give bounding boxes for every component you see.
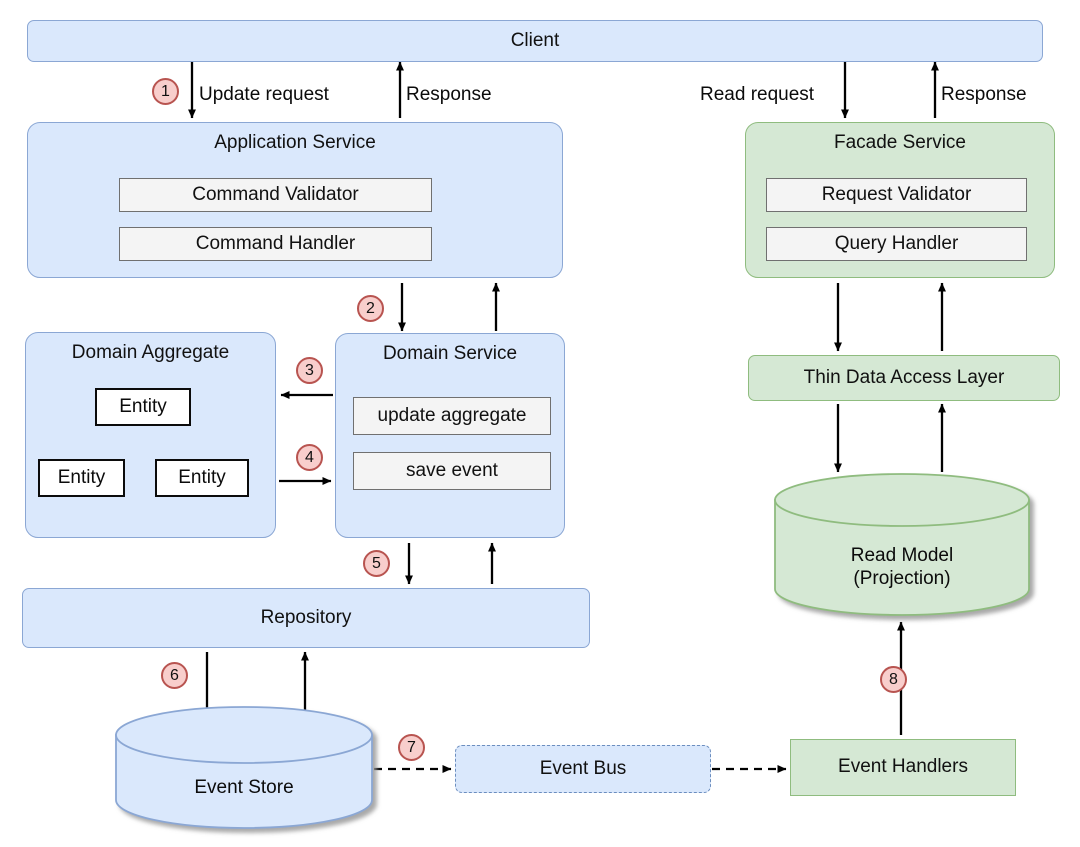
step-badge-2: 2: [357, 295, 384, 322]
step-badge-3-number: 3: [305, 361, 314, 379]
event-handlers-label: Event Handlers: [838, 756, 968, 778]
update-aggregate-box[interactable]: update aggregate: [353, 397, 551, 435]
edge-label-response-right: Response: [941, 84, 1027, 105]
repository-label: Repository: [260, 606, 352, 628]
entity-label: Entity: [119, 396, 167, 417]
update-aggregate-label: update aggregate: [377, 405, 527, 426]
request-validator-label: Request Validator: [821, 184, 972, 205]
domain-aggregate-label: Domain Aggregate: [71, 342, 230, 363]
step-badge-5-number: 5: [372, 554, 381, 572]
step-badge-1-number: 1: [161, 82, 170, 100]
edge-label-update-request: Update request: [199, 84, 329, 105]
step-badge-5: 5: [363, 550, 390, 577]
entity-box-left[interactable]: Entity: [38, 459, 125, 497]
read-model-label-line2: (Projection): [853, 567, 951, 589]
domain-aggregate-node[interactable]: Domain Aggregate: [25, 332, 276, 538]
edge-label-response-left: Response: [406, 84, 492, 105]
query-handler-label: Query Handler: [834, 233, 959, 254]
step-badge-6-number: 6: [170, 666, 179, 684]
read-model-node[interactable]: Read Model (Projection): [775, 470, 1029, 615]
command-handler-box[interactable]: Command Handler: [119, 227, 432, 261]
thin-data-access-layer-label: Thin Data Access Layer: [803, 366, 1005, 388]
step-badge-4: 4: [296, 444, 323, 471]
event-bus-node[interactable]: Event Bus: [455, 745, 711, 793]
step-badge-7: 7: [398, 734, 425, 761]
step-badge-8: 8: [880, 666, 907, 693]
entity-box-root[interactable]: Entity: [95, 388, 191, 426]
step-badge-7-number: 7: [407, 738, 416, 756]
request-validator-box[interactable]: Request Validator: [766, 178, 1027, 212]
edge-label-read-request: Read request: [700, 84, 815, 105]
step-badge-3: 3: [296, 357, 323, 384]
event-handlers-node[interactable]: Event Handlers: [790, 739, 1016, 796]
event-bus-label: Event Bus: [539, 757, 627, 779]
entity-box-right[interactable]: Entity: [155, 459, 249, 497]
entity-label: Entity: [57, 467, 106, 488]
event-store-node[interactable]: Event Store: [116, 707, 372, 827]
step-badge-2-number: 2: [366, 299, 375, 317]
step-badge-6: 6: [161, 662, 188, 689]
event-store-label: Event Store: [194, 777, 294, 798]
entity-label: Entity: [178, 467, 226, 488]
domain-service-label: Domain Service: [382, 343, 518, 364]
read-model-label-line1: Read Model: [850, 545, 954, 566]
step-badge-4-number: 4: [305, 448, 314, 466]
thin-data-access-layer-node[interactable]: Thin Data Access Layer: [748, 355, 1060, 401]
facade-service-label: Facade Service: [833, 132, 966, 153]
save-event-label: save event: [406, 460, 498, 481]
command-validator-box[interactable]: Command Validator: [119, 178, 432, 212]
command-handler-label: Command Handler: [195, 233, 356, 254]
repository-node[interactable]: Repository: [22, 588, 590, 648]
command-validator-label: Command Validator: [192, 184, 359, 205]
query-handler-box[interactable]: Query Handler: [766, 227, 1027, 261]
step-badge-8-number: 8: [889, 670, 898, 688]
client-label: Client: [510, 29, 560, 51]
step-badge-1: 1: [152, 78, 179, 105]
client-node[interactable]: Client: [27, 20, 1043, 62]
application-service-label: Application Service: [214, 132, 376, 153]
domain-service-node[interactable]: Domain Service: [335, 333, 565, 538]
save-event-box[interactable]: save event: [353, 452, 551, 490]
